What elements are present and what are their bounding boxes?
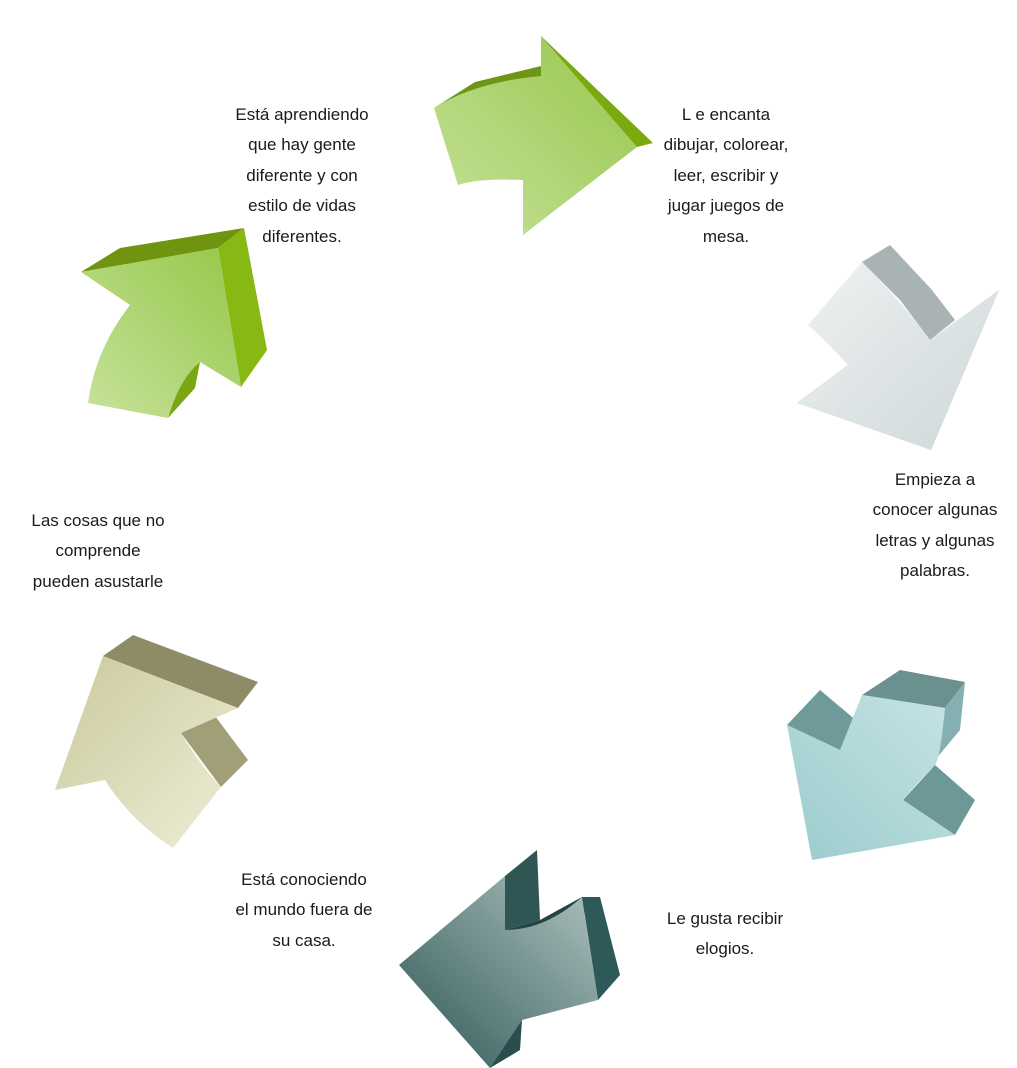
cycle-arrow-6 bbox=[81, 228, 267, 418]
cycle-arrow-3 bbox=[787, 670, 975, 860]
cycle-arrow-1 bbox=[434, 36, 653, 235]
cycle-arrow-4 bbox=[399, 850, 620, 1068]
cycle-arrow-2 bbox=[797, 245, 999, 450]
cycle-text-2: Empieza a conocer algunas letras y algun… bbox=[872, 470, 998, 581]
cycle-arrow-5 bbox=[55, 635, 258, 848]
cycle-text-1: L e encanta dibujar, colorear, leer, esc… bbox=[663, 105, 789, 246]
cycle-text-4: Está conociendo el mundo fuera de su cas… bbox=[235, 870, 373, 950]
cycle-text-6: Está aprendiendo que hay gente diferente… bbox=[235, 105, 369, 246]
cycle-text-5: Las cosas que no comprende pueden asusta… bbox=[31, 511, 165, 591]
cycle-text-3: Le gusta recibir elogios. bbox=[666, 909, 784, 959]
